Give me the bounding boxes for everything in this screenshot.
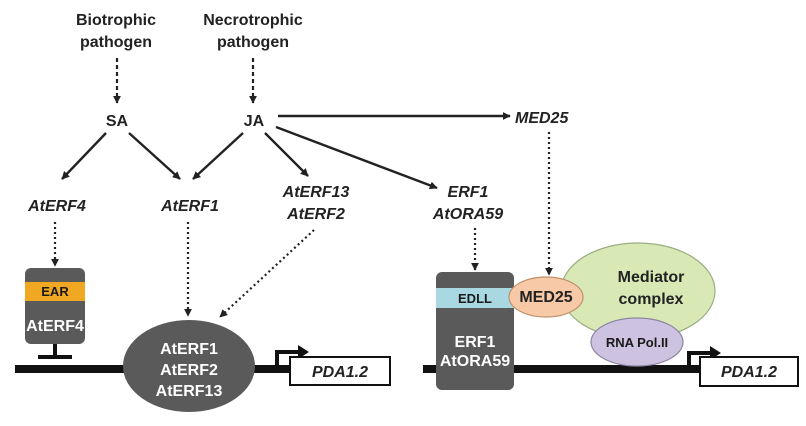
atora59-gene-label: AtORA59 [432,206,503,223]
aterf4-protein-label: AtERF4 [26,318,84,335]
activator-complex-ellipse [123,320,255,412]
ja-to-erf1-arrow [275,125,438,190]
med25-subunit-ellipse [508,276,584,318]
aterf13-gene-label: AtERF13 [282,184,350,201]
activator-aterf13-label: AtERF13 [156,383,223,400]
necrotrophic-pathogen-label: Necrotrophic pathogen [203,12,303,51]
ja-label: JA [244,113,265,130]
left-tss-arrow [275,350,300,366]
med25-gene-label: MED25 [515,110,569,127]
ja-to-aterf13-arrow [264,132,309,177]
right-panel: PDA1.2 Mediator complex RNA Pol.II EDLL … [423,242,799,390]
left-tss-arrowhead [298,345,309,359]
ja-to-aterf1-arrow [192,132,244,180]
activator-aterf2-label: AtERF2 [160,362,218,379]
right-promoter-box [699,356,799,387]
ear-label: EAR [41,284,69,299]
aterf4-gene-label: AtERF4 [27,198,86,215]
atora59-protein-label: AtORA59 [440,353,510,370]
rna-pol-ii-label: RNA Pol.II [606,335,668,350]
edll-domain [436,288,514,308]
left-promoter-box [289,356,391,386]
sa-to-aterf1-arrow [128,132,181,180]
sa-label: SA [106,113,129,130]
sa-to-aterf4-arrow [61,132,107,180]
right-promoter-label: PDA1.2 [721,364,777,381]
rna-pol-ii-ellipse [590,317,684,367]
necrotrophic-line2: pathogen [217,34,289,51]
left-promoter-label: PDA1.2 [312,364,368,381]
erf1-gene-label: ERF1 [448,184,489,201]
biotrophic-line1: Biotrophic [76,12,156,29]
right-tss-arrow [687,351,712,366]
mediator-line2: complex [619,291,684,308]
biotrophic-line2: pathogen [80,34,152,51]
erf1-protein-label: ERF1 [455,334,496,351]
ear-domain [25,282,85,301]
aterf1-gene-label: AtERF1 [160,198,219,215]
left-panel: PDA1.2 EAR AtERF4 AtERF1 AtERF2 AtERF13 [15,268,391,412]
med25-subunit-label: MED25 [519,289,572,306]
mediator-line1: Mediator [618,269,685,286]
activator-aterf1-label: AtERF1 [160,341,218,358]
aterf13-to-complex-arrow [219,229,315,318]
necrotrophic-line1: Necrotrophic [203,12,303,29]
edll-label: EDLL [458,291,492,306]
aterf2-gene-label: AtERF2 [286,206,345,223]
biotrophic-pathogen-label: Biotrophic pathogen [76,12,156,51]
